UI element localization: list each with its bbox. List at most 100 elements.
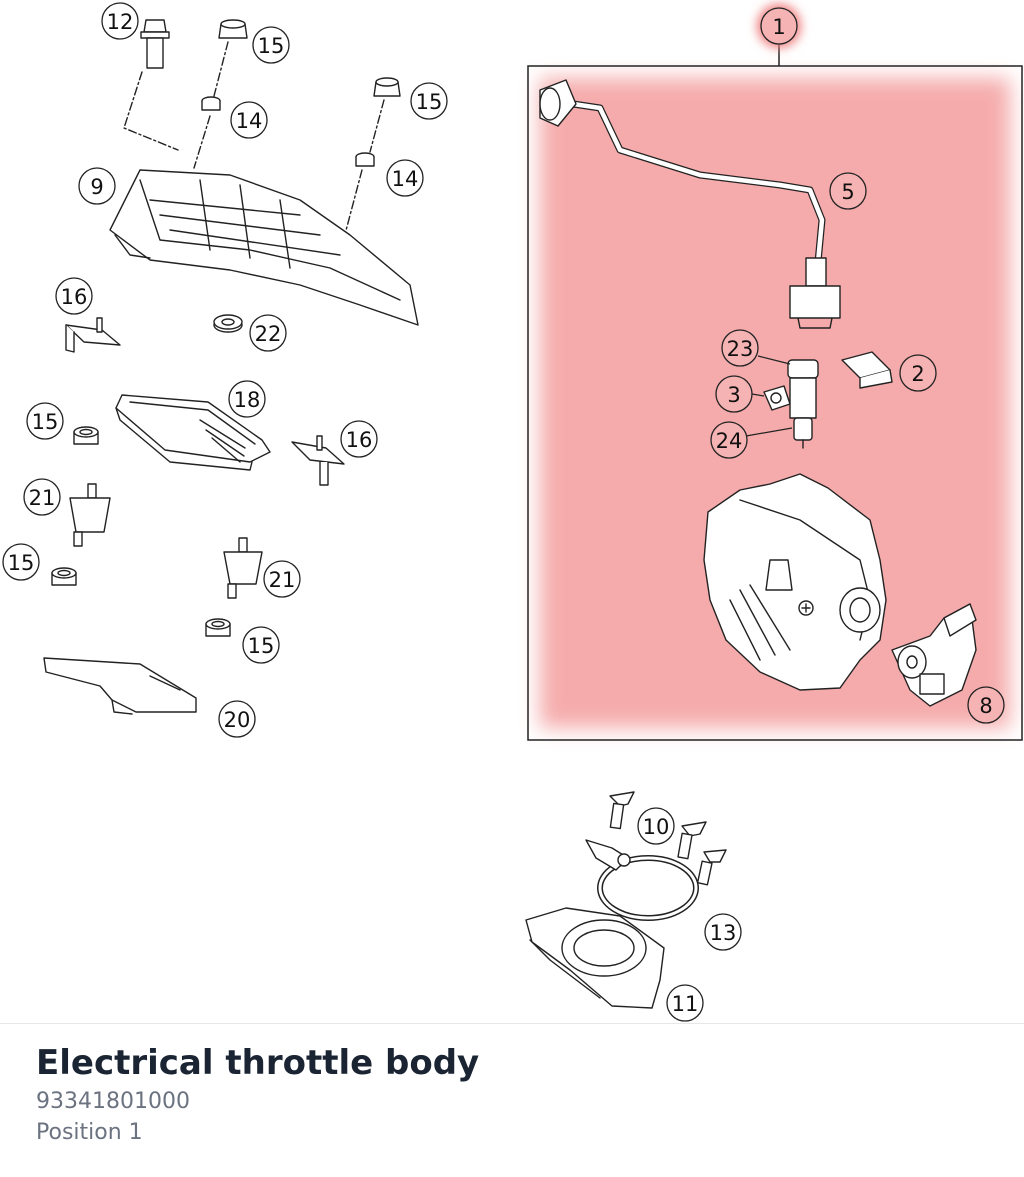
callout-15c-circle — [26, 402, 64, 440]
callout-10-label: 10 — [643, 815, 670, 839]
callout-16b-circle — [340, 420, 378, 458]
nut-part-15-mid-left[interactable] — [73, 426, 99, 445]
callout-13-circle — [704, 913, 742, 951]
part-number: 93341801000 — [36, 1089, 190, 1114]
rubber-damper-part-21-left[interactable] — [69, 483, 111, 547]
nut-part-15-lower-right[interactable] — [205, 618, 231, 637]
callout-14a[interactable]: 14 — [230, 101, 268, 139]
callout-23-label: 23 — [727, 337, 754, 361]
callout-23-circle — [721, 329, 759, 367]
footer-divider — [0, 1023, 1024, 1024]
bracket-plate-part-20[interactable] — [43, 657, 197, 715]
callout-16a-label: 16 — [61, 285, 88, 309]
hose-clamp-part-13[interactable] — [585, 839, 699, 921]
callout-24[interactable]: 24 — [710, 421, 793, 459]
throttle-body-housing[interactable] — [703, 473, 887, 691]
callout-11-circle — [666, 984, 704, 1022]
callout-16a-circle — [55, 277, 93, 315]
clip-part-16-left[interactable] — [65, 317, 121, 353]
callout-1[interactable]: 1 — [757, 4, 801, 48]
callout-21b[interactable]: 21 — [263, 560, 301, 598]
rubber-damper-part-21-right[interactable] — [223, 537, 263, 599]
callout-15d-circle — [2, 543, 40, 581]
callout-3[interactable]: 3 — [715, 375, 765, 413]
spacer-part-14-left[interactable] — [201, 96, 221, 111]
callout-3-leader-line — [751, 393, 765, 397]
clip-part-16-right[interactable] — [291, 435, 345, 486]
callout-22[interactable]: 22 — [249, 314, 287, 352]
callout-5[interactable]: 5 — [829, 172, 867, 210]
callout-12[interactable]: 12 — [101, 2, 139, 40]
callout-20-circle — [218, 700, 256, 738]
spacer-part-14-right[interactable] — [355, 152, 375, 167]
callout-14a-label: 14 — [236, 109, 263, 133]
callout-23[interactable]: 23 — [721, 329, 791, 367]
callout-14b-label: 14 — [392, 167, 419, 191]
callout-14b-circle — [386, 159, 424, 197]
callout-18-label: 18 — [234, 388, 261, 412]
nut-part-15-lower-left[interactable] — [51, 567, 77, 586]
callout-13-label: 13 — [710, 921, 737, 945]
callout-2-circle — [899, 354, 937, 392]
nut-part-15-top[interactable] — [218, 19, 248, 39]
callout-15e[interactable]: 15 — [242, 626, 280, 664]
callout-15a[interactable]: 15 — [252, 26, 290, 64]
callout-8[interactable]: 8 — [967, 686, 1005, 724]
callout-21a-label: 21 — [29, 486, 56, 510]
callout-21b-circle — [263, 560, 301, 598]
grommet-part-22[interactable] — [213, 314, 243, 333]
callout-16b[interactable]: 16 — [340, 420, 378, 458]
callout-14a-circle — [230, 101, 268, 139]
callout-18[interactable]: 18 — [228, 380, 266, 418]
part-info-footer: Electrical throttle body 93341801000 Pos… — [36, 1040, 479, 1148]
bolt-part-12[interactable] — [140, 19, 170, 69]
callout-21a[interactable]: 21 — [23, 478, 61, 516]
callout-15b-circle — [410, 82, 448, 120]
callout-24-circle — [710, 421, 748, 459]
fuel-hose-part-5[interactable] — [539, 79, 841, 329]
callout-3-circle — [715, 375, 753, 413]
callout-1-circle — [760, 7, 798, 45]
callout-9-label: 9 — [90, 175, 103, 199]
callout-14b[interactable]: 14 — [386, 159, 424, 197]
callout-21a-circle — [23, 478, 61, 516]
bracket-part-9[interactable] — [109, 169, 419, 326]
callout-11[interactable]: 11 — [666, 984, 704, 1022]
callout-21b-label: 21 — [269, 568, 296, 592]
callout-22-circle — [249, 314, 287, 352]
callout-15a-label: 15 — [258, 34, 285, 58]
part-title: Electrical throttle body — [36, 1043, 480, 1083]
callout-2[interactable]: 2 — [899, 354, 937, 392]
retaining-clip-part-2[interactable] — [841, 351, 893, 389]
callout-15d[interactable]: 15 — [2, 543, 40, 581]
callout-15a-circle — [252, 26, 290, 64]
fuel-injector-part-23[interactable] — [787, 359, 819, 449]
screw-part-10a[interactable] — [609, 791, 635, 830]
callout-5-circle — [829, 172, 867, 210]
callout-1-label: 1 — [772, 15, 785, 39]
nut-part-15-right[interactable] — [373, 77, 401, 97]
callout-22-label: 22 — [255, 322, 282, 346]
callout-15c-label: 15 — [32, 410, 59, 434]
screw-part-10b[interactable] — [677, 821, 707, 860]
callout-15c[interactable]: 15 — [26, 402, 64, 440]
control-unit-part-18[interactable] — [115, 394, 271, 471]
callout-12-label: 12 — [107, 10, 134, 34]
callout-24-label: 24 — [716, 429, 743, 453]
callout-13[interactable]: 13 — [704, 913, 742, 951]
o-ring-part-3[interactable] — [763, 385, 791, 411]
callout-9[interactable]: 9 — [78, 167, 116, 205]
callout-15b[interactable]: 15 — [410, 82, 448, 120]
position-label: Position 1 — [36, 1120, 143, 1145]
intake-flange-part-11[interactable] — [525, 907, 665, 1009]
callout-20[interactable]: 20 — [218, 700, 256, 738]
callout-10[interactable]: 10 — [637, 807, 675, 845]
screw-part-10c[interactable] — [696, 849, 727, 886]
callout-8-circle — [967, 686, 1005, 724]
callout-15e-circle — [242, 626, 280, 664]
callout-3-label: 3 — [727, 383, 740, 407]
callout-12-circle — [101, 2, 139, 40]
callout-11-label: 11 — [672, 992, 699, 1016]
throttle-position-sensor-part-8[interactable] — [891, 603, 977, 707]
callout-16a[interactable]: 16 — [55, 277, 93, 315]
